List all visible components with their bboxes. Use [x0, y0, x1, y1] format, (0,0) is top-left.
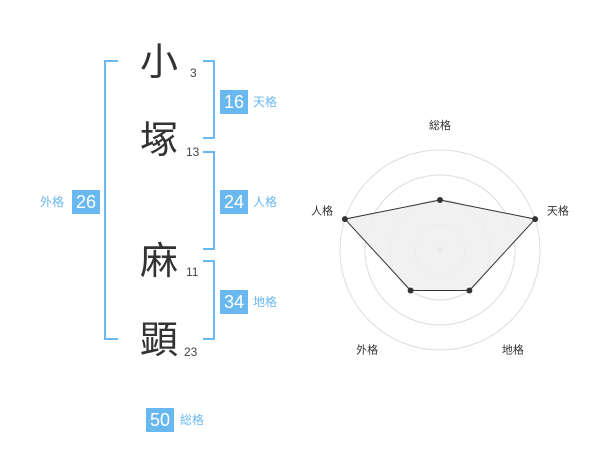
gaikaku-bracket: [104, 60, 118, 340]
radar-point-4: [407, 287, 414, 294]
chikaku-label: 地格: [253, 295, 278, 309]
radar-axis-label-5: 人格: [311, 204, 333, 218]
radar-axis-label-1: 総格: [429, 118, 451, 132]
stroke-count-1: 3: [190, 66, 197, 80]
jinkaku-label: 人格: [253, 195, 278, 209]
radar-axis-label-4: 外格: [356, 342, 378, 356]
soukaku-label: 総格: [180, 413, 205, 427]
name-char-1: 小: [140, 40, 179, 84]
radar-axis-label-3: 地格: [502, 342, 524, 356]
radar-point-3: [466, 287, 473, 294]
soukaku-value: 50: [146, 408, 174, 432]
chikaku-bracket: [203, 260, 215, 340]
name-char-4: 顕: [140, 318, 179, 362]
stroke-count-3: 11: [186, 265, 199, 279]
name-char-3: 麻: [140, 239, 179, 283]
jinkaku-bracket: [203, 151, 215, 250]
jinkaku-value: 24: [220, 190, 248, 214]
chikaku-value: 34: [220, 290, 248, 314]
radar-series-area: [343, 199, 537, 291]
radar-ring: [364, 174, 516, 326]
name-char-2: 塚: [140, 118, 179, 162]
gaikaku-value: 26: [72, 190, 100, 214]
gaikaku-label: 外格: [40, 195, 65, 209]
stroke-count-4: 23: [184, 345, 198, 359]
radar-point-5: [341, 216, 348, 223]
tenkaku-bracket: [203, 60, 215, 139]
radar-axis-label-2: 天格: [547, 204, 569, 218]
radar-point-1: [437, 197, 443, 203]
tenkaku-label: 天格: [253, 95, 278, 109]
stroke-count-2: 13: [186, 145, 200, 159]
radar-ring: [339, 149, 541, 351]
tenkaku-value: 16: [220, 90, 248, 114]
radar-point-2: [532, 216, 539, 223]
